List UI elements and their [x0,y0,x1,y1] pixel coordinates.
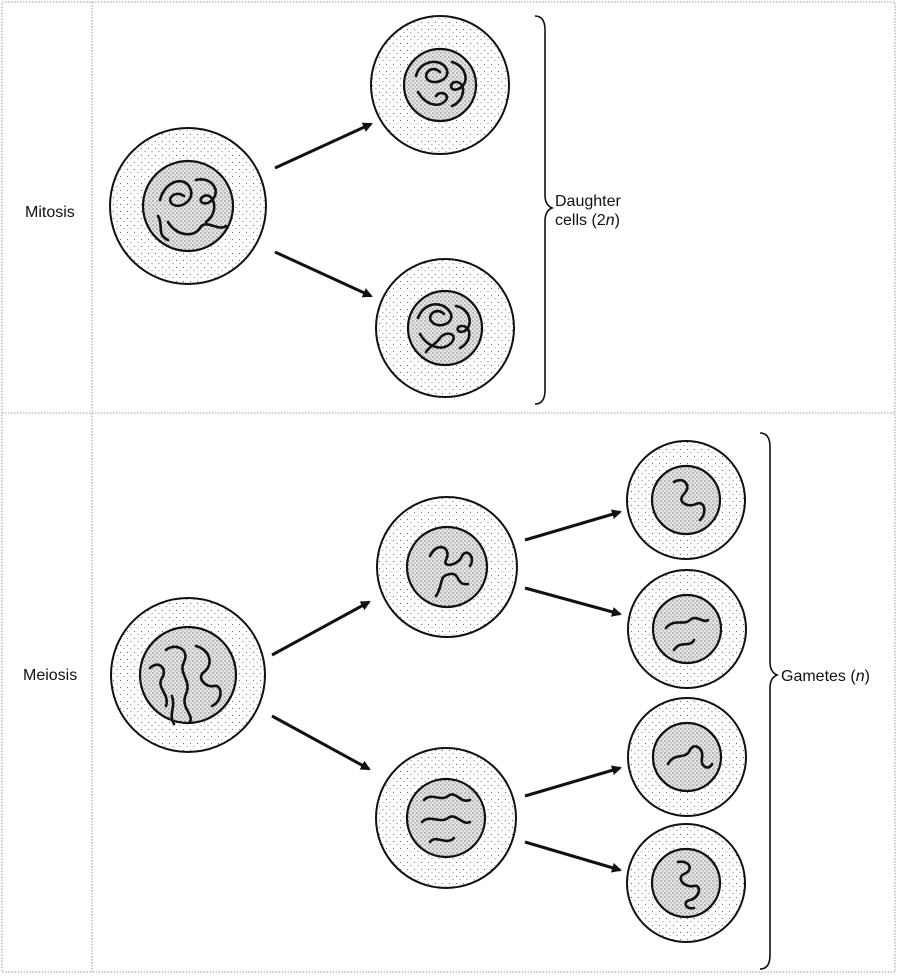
nucleus [651,721,723,793]
chromosome [434,572,470,598]
chromosome [672,638,696,652]
daughter-cells-brace [534,15,555,405]
nucleus [650,464,722,536]
daughter-cells-label-line2: cells (2n) [555,212,620,229]
chromosome [156,214,170,242]
gamete-cell-4 [626,823,746,943]
chromosome [449,60,467,108]
nucleus [651,593,723,665]
gametes-brace [759,432,780,970]
meiosis-arrow-to-gamete-2 [524,586,622,617]
nucleus [402,47,478,123]
gamete-cell-2 [627,569,747,689]
gametes-label: Gametes (n) [781,668,870,685]
meiosis-arrow-to-gamete-3 [524,765,622,798]
chromosome [666,745,714,769]
nucleus [650,847,722,919]
gamete-cell-1 [626,440,746,560]
mitosis-daughter-cell-bottom [375,258,515,398]
chromosome [422,793,472,803]
nucleus [406,289,484,367]
chromosome [416,90,449,106]
mitosis-arrow-bottom [274,250,373,298]
chromosome [194,644,222,708]
daughter-cells-label-var: n [606,212,615,229]
mitosis-arrow-top [274,122,373,170]
meiosis-label: Meiosis [23,667,77,684]
chromosome [170,694,176,726]
chromosome [454,304,471,350]
chromosome [166,220,228,236]
chromosome [158,179,193,208]
chromosome [676,860,701,910]
meiosis-intermediate-cell-bottom [375,747,517,889]
mitosis-parent-cell [109,127,267,285]
daughter-cells-label-suffix: ) [615,212,620,229]
chromosome [428,836,456,844]
chromosome [420,815,472,825]
chromosome [428,545,474,568]
daughter-cells-label-prefix: cells (2 [555,212,606,229]
meiosis-arrow-top [271,600,371,657]
chromosome [664,616,710,630]
daughter-cells-label-line1: Daughter [555,193,621,210]
chromosome [148,663,169,708]
chromosome [164,645,193,724]
meiosis-parent-cell [110,597,266,753]
nucleus [141,159,235,253]
mitosis-daughter-cell-top [370,15,510,155]
chromosome [414,60,449,84]
nucleus [138,625,238,725]
gametes-label-suffix: ) [865,668,870,685]
chromosome [194,178,217,224]
chromosome [672,478,706,522]
chromosome [418,332,455,354]
meiosis-intermediate-cell-top [376,496,518,638]
nucleus [405,525,489,609]
gametes-label-prefix: Gametes ( [781,668,856,685]
meiosis-arrow-to-gamete-1 [524,509,622,542]
meiosis-arrow-to-gamete-4 [524,840,622,873]
chromosome [416,303,453,327]
mitosis-label: Mitosis [25,204,75,221]
gametes-label-var: n [856,668,865,685]
gamete-cell-3 [627,697,747,817]
meiosis-arrow-bottom [271,714,371,771]
